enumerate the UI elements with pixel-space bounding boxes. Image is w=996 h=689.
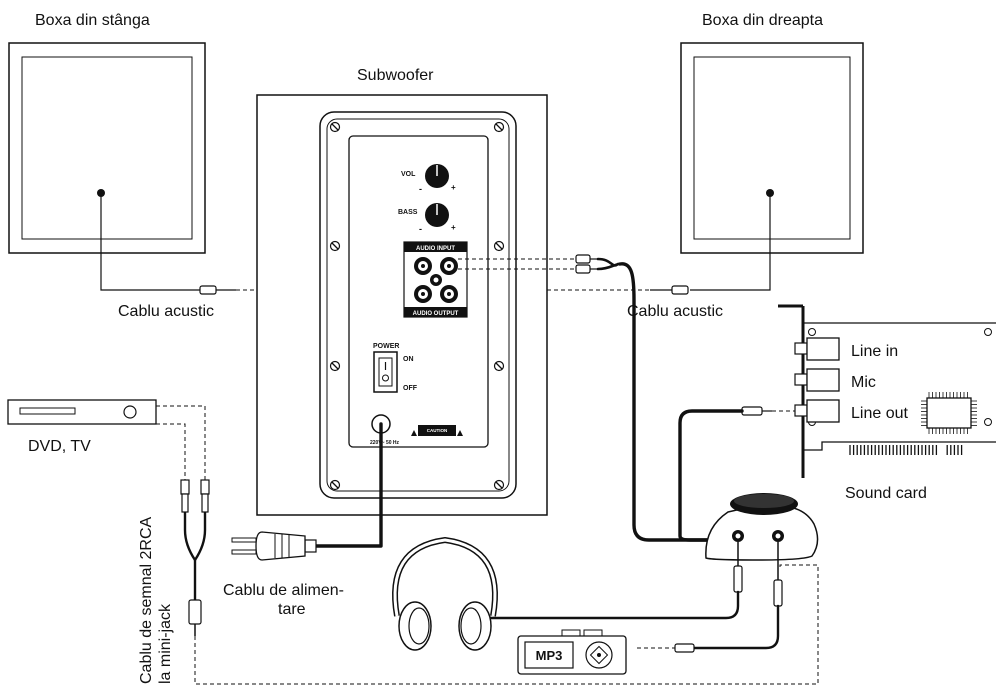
caution-sticker (418, 425, 456, 436)
line-out-cable (678, 406, 795, 542)
aux-plug-icon (773, 579, 783, 607)
left-cable-plug-icon (199, 285, 217, 295)
power-cable-label-line1: Cablu de alimen- (223, 582, 344, 599)
audio-input-label: AUDIO INPUT (416, 246, 455, 252)
right-cable-plug-icon (671, 285, 689, 295)
mp3-screen (524, 641, 574, 669)
chip-icon (921, 392, 977, 434)
signal-rca-plug-left-icon (180, 479, 190, 513)
bass-label: BASS (398, 209, 418, 216)
cable-left-label: Cablu acustic (118, 303, 214, 320)
rca-cable (458, 254, 714, 542)
mp3-plug-icon (674, 643, 695, 653)
left-speaker-label: Boxa din stânga (35, 12, 150, 29)
rca-plug-top-icon (575, 254, 591, 264)
signal-cable-label-line1: Cablu de semnal 2RCA (138, 516, 155, 684)
bass-plus-label: + (451, 223, 456, 232)
mp3-dpad-icon[interactable] (585, 641, 613, 669)
mp3-label: MP3 (536, 648, 563, 663)
power-switch[interactable]: POWER ON OFF (373, 343, 418, 393)
subwoofer: Subwoofer VOL - + BASS (256, 67, 548, 516)
signal-rca-plug-right-icon (200, 479, 210, 513)
sound-card-label: Sound card (845, 485, 927, 502)
caution-label: CAUTION (427, 428, 448, 433)
dvd-tv-label: DVD, TV (28, 438, 91, 455)
line-in-label: Line in (851, 343, 898, 360)
headphones-icon (392, 536, 498, 651)
vol-knob[interactable]: VOL - + (401, 164, 456, 194)
rca-output-left-jack-icon[interactable] (414, 285, 432, 303)
power-plug-icon (231, 531, 317, 561)
mic-jack[interactable]: Mic (794, 368, 876, 392)
vol-plus-label: + (451, 183, 456, 192)
aux-port-icon[interactable] (772, 530, 784, 542)
voltage-label: 220V~ 50 Hz (370, 440, 400, 446)
headphone-cable (484, 542, 743, 620)
edge-connector-icon (849, 445, 963, 455)
power-cable-label-line2: tare (278, 601, 306, 618)
signal-cable: Cablu de semnal 2RCA la mini-jack (138, 479, 819, 685)
headphone-plug-icon (733, 565, 743, 593)
off-label: OFF (403, 385, 418, 392)
control-pod (705, 493, 819, 561)
speaker-terminal-icon (430, 274, 442, 286)
on-label: ON (403, 356, 414, 363)
audio-output-label: AUDIO OUTPUT (413, 311, 459, 317)
headphone-port-icon[interactable] (732, 530, 744, 542)
vol-minus-label: - (419, 184, 422, 194)
right-speaker: Boxa din dreapta (680, 12, 864, 291)
sound-card: Line in Mic Line out Sound card (778, 304, 996, 502)
bass-minus-label: - (419, 224, 422, 234)
audio-io-block: AUDIO INPUT AUDIO OUTPUT (403, 241, 468, 318)
line-in-jack[interactable]: Line in (794, 337, 898, 361)
subwoofer-label: Subwoofer (357, 67, 434, 84)
right-speaker-label: Boxa din dreapta (702, 12, 823, 29)
mic-label: Mic (851, 374, 876, 391)
vol-label: VOL (401, 171, 416, 178)
rca-output-right-jack-icon[interactable] (440, 285, 458, 303)
dvd-tv: DVD, TV (7, 399, 206, 480)
rca-input-left-jack-icon[interactable] (414, 257, 432, 275)
left-speaker: Boxa din stânga (8, 12, 206, 291)
mp3-player: MP3 (517, 629, 627, 675)
rca-input-right-jack-icon[interactable] (440, 257, 458, 275)
line-out-jack[interactable]: Line out (794, 399, 908, 423)
screw-icons (329, 121, 505, 491)
power-cable: Cablu de alimen- tare (223, 422, 383, 618)
line-out-plug-icon (741, 406, 763, 416)
aux-cable (637, 542, 783, 653)
rca-plug-bottom-icon (575, 264, 591, 274)
bass-knob[interactable]: BASS - + (398, 203, 456, 234)
signal-minijack-icon (188, 599, 202, 636)
signal-cable-label-line2: la mini-jack (157, 603, 174, 684)
cable-right-label: Cablu acustic (627, 303, 723, 320)
line-out-label: Line out (851, 405, 908, 422)
power-label: POWER (373, 343, 399, 350)
